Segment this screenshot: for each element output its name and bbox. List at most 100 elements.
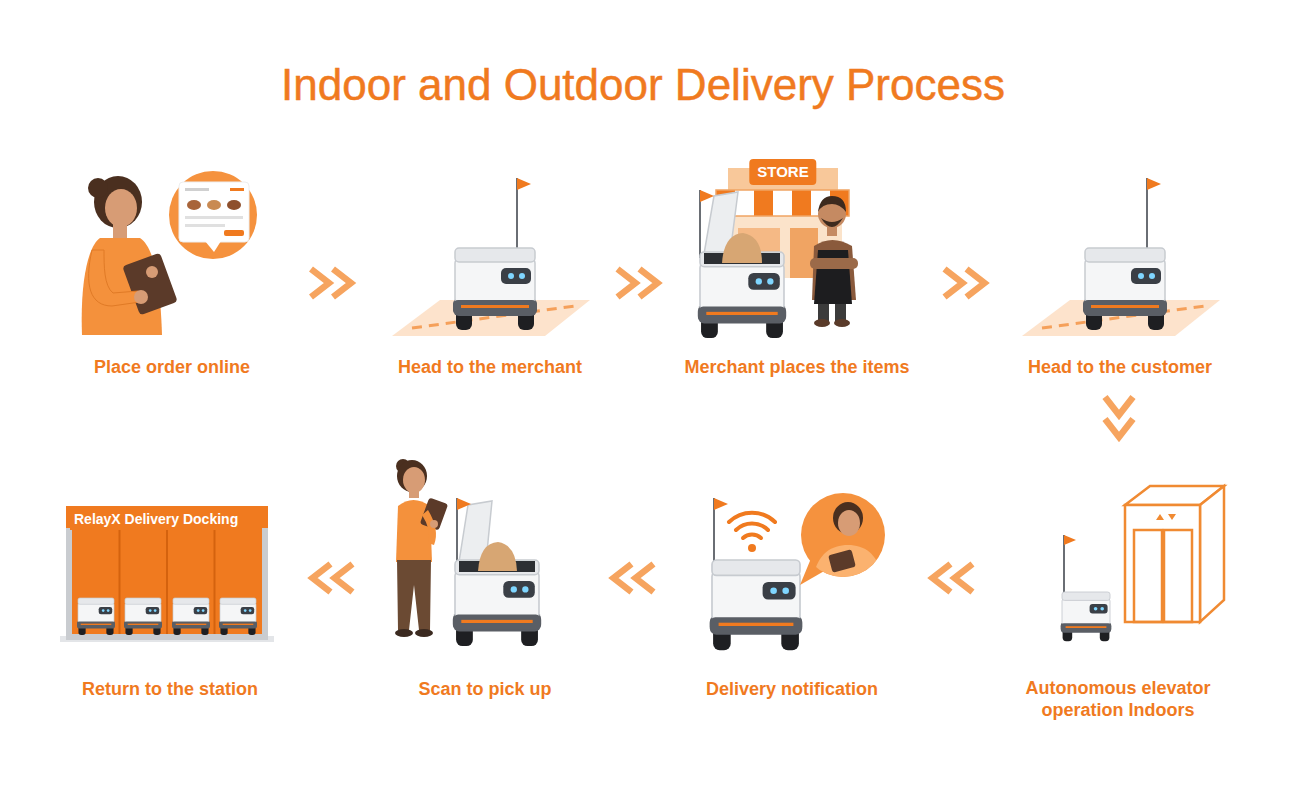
chevron-arrow <box>333 269 351 297</box>
delivery-robot <box>1083 248 1167 330</box>
process-step: Place order online <box>62 165 282 379</box>
delivery-robot <box>453 248 537 330</box>
customer-figure <box>134 290 148 304</box>
step-caption: Head to the customer <box>1010 355 1230 379</box>
menu-bubble <box>169 171 257 259</box>
elevator-outline <box>1168 514 1176 520</box>
menu-bubble <box>207 200 221 210</box>
food-bag <box>459 542 535 572</box>
docking-station <box>77 598 115 635</box>
menu-bubble <box>227 200 241 210</box>
menu-bubble <box>224 230 244 236</box>
chevron-arrow <box>640 269 658 297</box>
elevator-outline <box>1125 505 1200 622</box>
flow-chevron <box>280 564 385 592</box>
robot-antenna <box>714 498 728 562</box>
customer-figure <box>88 178 108 198</box>
wifi-symbol <box>729 513 775 522</box>
wifi-symbol <box>729 513 775 552</box>
delivery-robot <box>1061 592 1111 641</box>
customer-figure <box>415 629 433 637</box>
notification-bubble <box>812 502 884 585</box>
chevron-arrow <box>1105 419 1133 437</box>
step-caption: Head to the merchant <box>380 355 600 379</box>
customer-figure <box>122 253 177 316</box>
step-caption: Place order online <box>62 355 282 379</box>
notification-bubble <box>800 493 885 585</box>
process-step: Autonomous elevator operation Indoors <box>1003 455 1233 721</box>
customer-figure <box>89 250 140 306</box>
flow-chevron <box>600 269 675 297</box>
sign-label: STORE <box>749 159 816 185</box>
robot-antenna <box>714 498 728 510</box>
merchant-figure <box>810 196 858 327</box>
process-step: Head to the merchant <box>380 165 600 379</box>
chevron-arrow <box>955 564 973 592</box>
step-caption: Merchant places the items <box>675 355 919 379</box>
food-bag <box>722 233 762 263</box>
delivery-robot <box>453 560 541 646</box>
docking-station <box>166 530 168 634</box>
robot-antenna <box>1064 535 1076 545</box>
customer-figure <box>430 520 438 528</box>
robot-antenna <box>700 190 714 258</box>
docking-station <box>72 528 262 634</box>
menu-bubble <box>187 200 201 210</box>
elevator-outline <box>1134 530 1162 622</box>
process-step: Scan to pick up <box>385 455 585 701</box>
notification-bubble <box>812 545 884 585</box>
menu-bubble <box>185 224 225 227</box>
process-step: Head to the customer <box>1010 165 1230 379</box>
customer-figure <box>395 629 413 637</box>
store-building <box>792 190 811 216</box>
chevron-arrow <box>311 269 329 297</box>
store-building <box>754 190 773 216</box>
notification-bubble <box>838 510 860 536</box>
robot-antenna <box>517 178 531 250</box>
robot-antenna <box>457 498 471 510</box>
flow-chevron <box>1105 379 1133 455</box>
customer-figure <box>397 560 431 630</box>
robot-antenna <box>1147 178 1161 250</box>
menu-bubble <box>169 171 257 259</box>
process-step: Merchant places the items <box>675 165 919 379</box>
chevron-arrow <box>967 269 985 297</box>
sign-label: RelayX Delivery Docking <box>70 508 242 530</box>
chevron-arrow <box>335 564 353 592</box>
chevron-arrow <box>618 269 636 297</box>
chevron-arrow <box>933 564 951 592</box>
chevron-arrow <box>1105 397 1133 415</box>
step-caption: Autonomous elevator operation Indoors <box>1003 677 1233 721</box>
customer-figure <box>395 459 448 637</box>
robot-antenna <box>1147 178 1161 190</box>
wifi-symbol <box>743 534 761 538</box>
food-bag <box>704 233 780 264</box>
flow-chevron <box>919 269 1010 297</box>
menu-bubble <box>179 182 249 242</box>
menu-bubble <box>230 188 244 191</box>
delivery-robot <box>710 560 802 650</box>
merchant-figure <box>821 218 843 227</box>
customer-figure <box>82 176 178 335</box>
food-bag <box>478 542 517 571</box>
docking-station <box>219 598 257 635</box>
chevron-arrow <box>945 269 963 297</box>
docking-station <box>66 506 268 640</box>
menu-bubble <box>185 188 209 191</box>
docking-station <box>60 506 274 642</box>
merchant-figure <box>834 319 850 327</box>
notification-bubble <box>828 549 856 573</box>
flow-chevron <box>585 564 682 592</box>
step-caption: Return to the station <box>60 677 280 701</box>
wifi-symbol <box>748 544 756 552</box>
store-building <box>773 190 792 216</box>
menu-bubble <box>185 216 243 219</box>
docking-station <box>119 530 121 634</box>
robot-antenna <box>1064 535 1076 594</box>
step-caption: Scan to pick up <box>385 677 585 701</box>
chevron-arrow <box>313 564 331 592</box>
merchant-figure <box>810 258 858 269</box>
elevator-outline <box>1156 514 1164 520</box>
wifi-symbol <box>736 524 768 530</box>
